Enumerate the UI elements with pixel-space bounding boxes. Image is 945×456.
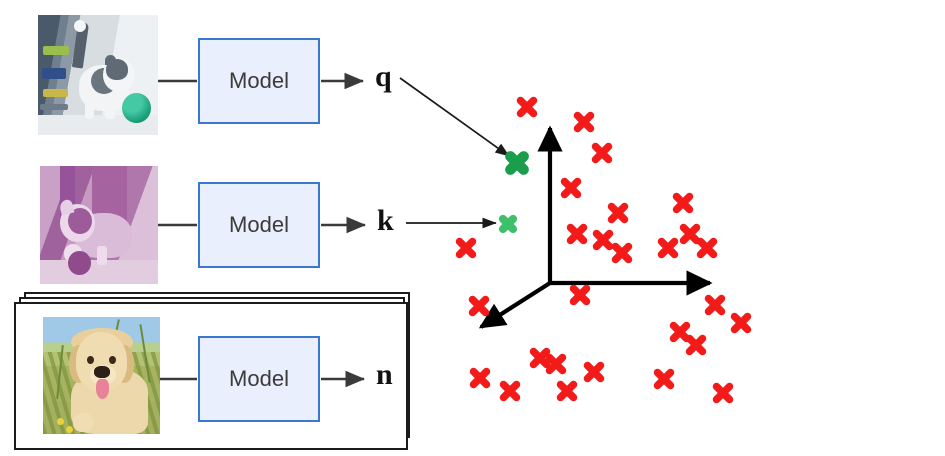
negative-embedding-point	[468, 295, 490, 317]
negative-embedding-point	[516, 96, 538, 118]
negative-marker-group	[455, 96, 752, 404]
model-box-label: Model	[229, 68, 289, 93]
negative-embedding-point	[469, 367, 491, 389]
negative-embedding-point	[669, 321, 691, 343]
query-embedding-point	[505, 151, 529, 175]
negative-embedding-point	[611, 242, 633, 264]
query-vector-label: q	[375, 60, 392, 93]
negative-embedding-point	[560, 177, 582, 199]
model-box-label: Model	[229, 212, 289, 237]
negative-embedding-point	[696, 237, 718, 259]
key-embedding-point	[498, 214, 518, 234]
negative-embedding-point	[657, 237, 679, 259]
axis-z	[478, 281, 552, 329]
negative-embedding-point	[672, 192, 694, 214]
positive-marker-group	[498, 151, 529, 234]
negative-vector-label: n	[376, 358, 393, 391]
kitten-with-ball-photo	[38, 15, 158, 135]
negative-embedding-point	[712, 382, 734, 404]
negative-embedding-point	[591, 142, 613, 164]
negative-embedding-point	[730, 312, 752, 334]
negative-embedding-point	[529, 347, 551, 369]
negative-embedding-point	[566, 223, 588, 245]
negative-embedding-point	[583, 361, 605, 383]
negative-embedding-point	[556, 380, 578, 402]
model-box-negatives[interactable]: Model	[198, 336, 320, 422]
negative-embedding-point	[607, 202, 629, 224]
purple-tinted-kitten-photo	[40, 166, 158, 284]
model-box-key[interactable]: Model	[198, 182, 320, 268]
negative-embedding-point	[679, 223, 701, 245]
key-vector-label: k	[377, 204, 394, 237]
model-box-query[interactable]: Model	[198, 38, 320, 124]
negative-embedding-point	[704, 294, 726, 316]
negative-embedding-point	[685, 334, 707, 356]
negative-embedding-point	[455, 237, 477, 259]
negative-embedding-point	[573, 111, 595, 133]
model-box-label: Model	[229, 366, 289, 391]
negative-embedding-point	[569, 284, 591, 306]
q-to-point-arrow	[399, 77, 510, 157]
negative-embedding-point	[545, 353, 567, 375]
negative-embedding-point	[499, 380, 521, 402]
golden-retriever-photo	[43, 317, 160, 434]
negative-embedding-point	[653, 368, 675, 390]
negative-embedding-point	[592, 229, 614, 251]
